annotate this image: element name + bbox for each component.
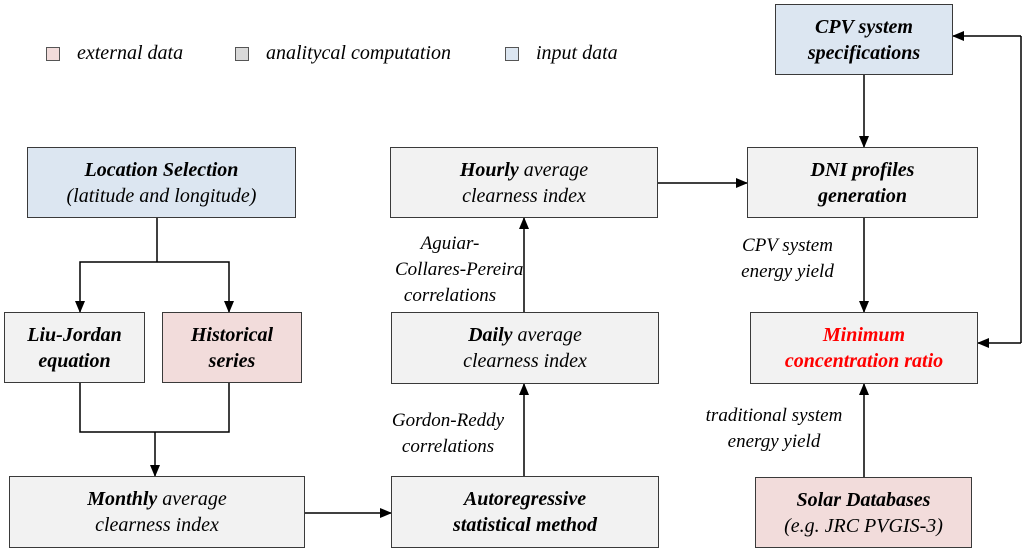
legend-external-swatch bbox=[46, 46, 60, 61]
hourly-line2: clearness index bbox=[462, 184, 586, 207]
dni-line1: DNI profiles bbox=[810, 158, 915, 181]
daily-bold: Daily bbox=[468, 324, 513, 346]
legend-analytical-swatch bbox=[235, 46, 249, 61]
legend-analytical-label: analitycal computation bbox=[266, 42, 451, 64]
cpv-energy-yield-label: CPV system energy yield bbox=[730, 233, 845, 285]
arrow-liu-down bbox=[79, 383, 230, 433]
location-subtitle: (latitude and longitude) bbox=[66, 184, 257, 207]
min-ratio-line1: Minimum bbox=[822, 324, 906, 346]
cpv-yield-line2: energy yield bbox=[741, 261, 834, 282]
hourly-rest: average bbox=[518, 158, 589, 181]
legend-input-swatch bbox=[505, 46, 519, 61]
solar-databases-box: Solar Databases (e.g. JRC PVGIS-3) bbox=[755, 477, 972, 548]
location-selection-box: Location Selection (latitude and longitu… bbox=[27, 147, 296, 218]
legend-analytical: analitycal computation bbox=[235, 42, 451, 65]
daily-rest: average bbox=[512, 324, 582, 346]
traditional-line2: energy yield bbox=[727, 431, 821, 452]
minimum-concentration-box: Minimum concentration ratio bbox=[750, 312, 978, 384]
historical-line2: series bbox=[208, 349, 256, 372]
legend-external: external data bbox=[46, 42, 183, 65]
aguiar-line1: Aguiar- bbox=[420, 233, 480, 254]
daily-line1: Daily average bbox=[468, 322, 582, 348]
legend-input-label: input data bbox=[536, 42, 618, 64]
aguiar-correlations-label: Aguiar- Collares-Pereira correlations bbox=[395, 231, 524, 309]
traditional-energy-yield-label: traditional system energy yield bbox=[690, 403, 858, 455]
gordon-line1: Gordon-Reddy bbox=[391, 410, 505, 431]
historical-line1: Historical bbox=[190, 323, 274, 346]
arrow-location-right bbox=[157, 261, 234, 313]
liu-jordan-box: Liu-Jordan equation bbox=[4, 312, 145, 383]
daily-line2: clearness index bbox=[463, 350, 587, 372]
traditional-line1: traditional system bbox=[705, 405, 843, 426]
liu-jordan-line1: Liu-Jordan bbox=[27, 323, 122, 346]
monthly-rest: average bbox=[157, 488, 227, 510]
historical-series-box: Historical series bbox=[162, 312, 302, 383]
monthly-line2: clearness index bbox=[95, 514, 219, 536]
hourly-line1: Hourly average bbox=[460, 157, 588, 183]
dni-generation-box: DNI profiles generation bbox=[747, 147, 978, 218]
autoregressive-line1: Autoregressive bbox=[463, 488, 587, 510]
monthly-line1: Monthly average bbox=[87, 486, 226, 512]
legend-external-label: external data bbox=[77, 42, 184, 64]
aguiar-line2: Collares-Pereira bbox=[395, 259, 524, 280]
hourly-clearness-box: Hourly average clearness index bbox=[390, 147, 658, 218]
cpv-specifications-box: CPV system specifications bbox=[775, 4, 953, 75]
arrow-location-left bbox=[75, 261, 157, 313]
min-ratio-line2: concentration ratio bbox=[784, 350, 944, 372]
aguiar-line3: correlations bbox=[403, 285, 497, 306]
liu-jordan-line2: equation bbox=[38, 349, 111, 372]
solar-db-line2: (e.g. JRC PVGIS-3) bbox=[784, 514, 943, 537]
gordon-reddy-label: Gordon-Reddy correlations bbox=[380, 408, 516, 460]
daily-clearness-box: Daily average clearness index bbox=[391, 312, 659, 384]
hourly-bold: Hourly bbox=[459, 158, 519, 181]
autoregressive-line2: statistical method bbox=[453, 514, 597, 536]
cpv-yield-line1: CPV system bbox=[742, 235, 833, 256]
monthly-clearness-box: Monthly average clearness index bbox=[9, 476, 305, 548]
gordon-line2: correlations bbox=[401, 436, 495, 457]
solar-db-line1: Solar Databases bbox=[796, 488, 931, 511]
cpv-specs-line1: CPV system bbox=[815, 15, 913, 38]
location-title: Location Selection bbox=[84, 158, 239, 181]
dni-line2: generation bbox=[818, 184, 907, 207]
cpv-specs-line2: specifications bbox=[807, 41, 921, 64]
autoregressive-box: Autoregressive statistical method bbox=[391, 476, 659, 548]
monthly-bold: Monthly bbox=[87, 488, 158, 510]
legend-input: input data bbox=[505, 42, 618, 65]
